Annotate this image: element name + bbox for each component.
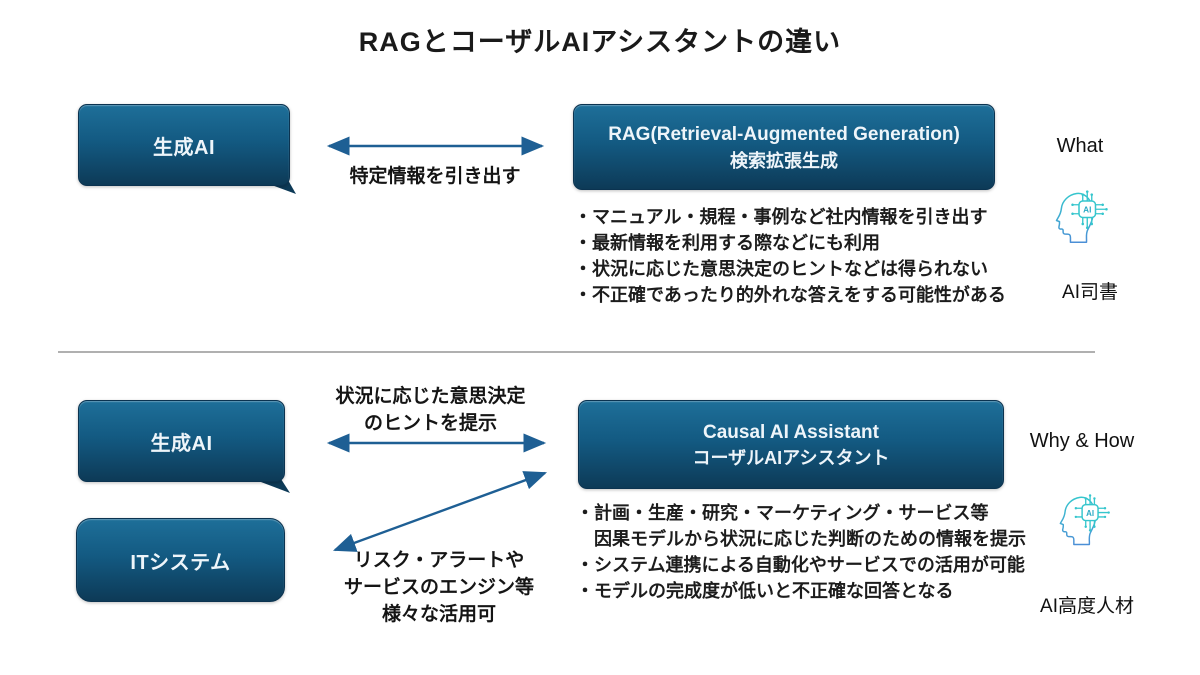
causal-bullet: ・計画・生産・研究・マーケティング・サービス等: [576, 503, 989, 523]
causal-bullet-list: ・計画・生産・研究・マーケティング・サービス等 因果モデルから状況に応じた判断の…: [576, 500, 1026, 604]
causal-bullet: 因果モデルから状況に応じた判断のための情報を提示: [576, 529, 1026, 549]
persona-label-top: AI司書: [1062, 282, 1118, 303]
what-label: What: [1056, 135, 1104, 157]
arrow-label-line: リスク・アラートや: [353, 550, 525, 571]
ai-chip-label: AI: [1083, 206, 1091, 215]
trace-dots: [1074, 494, 1110, 532]
top-arrow-label: 特定情報を引き出す: [349, 166, 521, 187]
arrow-label-line: 様々な活用可: [381, 604, 496, 625]
rag-bullet: ・不正確であったり的外れな答えをする可能性がある: [574, 285, 1006, 305]
causal-ai-box-subtitle: コーザルAIアシスタント: [692, 448, 890, 469]
causal-bullet: ・モデルの完成度が低いと不正確な回答となる: [576, 581, 954, 601]
persona-label-bottom: AI高度人材: [1040, 596, 1134, 617]
rag-bullet: ・最新情報を利用する際などにも利用: [574, 233, 880, 253]
genai-box-bottom: 生成AI: [78, 400, 285, 482]
ai-chip: [1078, 200, 1097, 219]
rag-box-subtitle: 検索拡張生成: [730, 150, 838, 171]
ai-chip: [1081, 503, 1099, 522]
it-system-box: ITシステム: [76, 518, 285, 602]
chip-traces: [1073, 192, 1106, 228]
rag-box: RAG(Retrieval-Augmented Generation) 検索拡張…: [573, 104, 995, 190]
page-title: RAGとコーザルAIアシスタントの違い: [358, 27, 842, 57]
genai-box-top: 生成AI: [78, 104, 290, 186]
ai-head-icon: AI: [1055, 190, 1108, 243]
chip-traces: [1076, 495, 1109, 530]
genai-box-bottom-label: 生成AI: [150, 432, 213, 455]
head-outline: [1055, 192, 1094, 243]
causal-ai-box: Causal AI Assistant コーザルAIアシスタント: [578, 400, 1004, 489]
it-system-box-label: ITシステム: [130, 551, 231, 574]
head-outline: [1059, 496, 1097, 546]
why-how-label: Why & How: [1029, 430, 1135, 452]
diagonal-arrow-label: リスク・アラートや サービスのエンジン等 様々な活用可: [328, 547, 550, 628]
trace-dots: [1071, 190, 1108, 229]
genai-box-top-label: 生成AI: [153, 136, 215, 159]
section-divider: [58, 351, 1095, 353]
causal-ai-box-title: Causal AI Assistant: [703, 421, 879, 443]
causal-bullet: ・システム連携による自動化やサービスでの活用が可能: [576, 555, 1025, 575]
arrow-label-line: 状況に応じた意思決定: [335, 386, 526, 407]
rag-bullet-list: ・マニュアル・規程・事例など社内情報を引き出す ・最新情報を利用する際などにも利…: [574, 204, 1006, 308]
arrow-label-line: のヒントを提示: [363, 413, 497, 434]
ai-head-icon: AI: [1059, 494, 1110, 546]
ai-chip-label: AI: [1086, 509, 1094, 518]
rag-bullet: ・状況に応じた意思決定のヒントなどは得られない: [574, 259, 988, 279]
rag-bullet: ・マニュアル・規程・事例など社内情報を引き出す: [574, 207, 988, 227]
rag-box-title: RAG(Retrieval-Augmented Generation): [608, 124, 960, 146]
bottom-diagonal-arrow: [332, 471, 548, 552]
arrow-label-line: サービスのエンジン等: [343, 577, 534, 598]
bottom-horizontal-arrow-label: 状況に応じた意思決定 のヒントを提示: [318, 383, 543, 437]
